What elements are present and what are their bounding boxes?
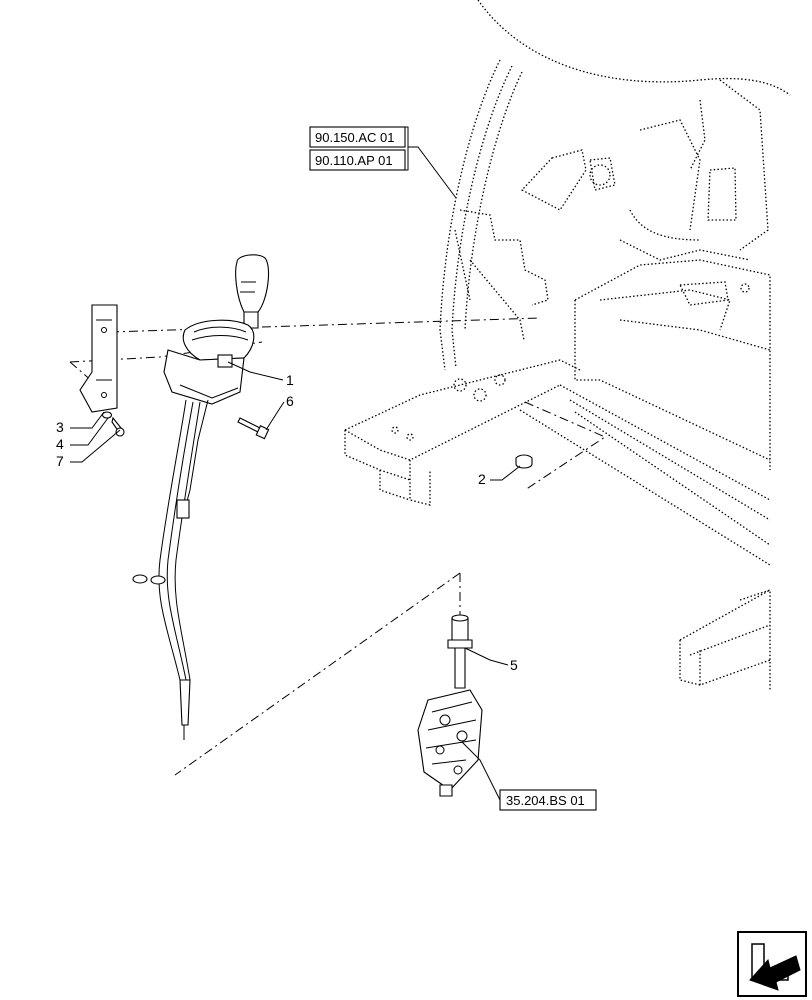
reference-box-90-150[interactable]: 90.150.AC 01 — [309, 126, 406, 148]
bracket-plate — [79, 304, 118, 413]
tractor-frame — [344, 0, 791, 690]
callout-1[interactable]: 1 — [286, 372, 294, 388]
callout-4[interactable]: 4 — [56, 436, 64, 452]
callout-labels: 1 2 3 4 5 6 7 — [56, 372, 518, 673]
leader-lines — [70, 146, 521, 801]
reference-label-90-150: 90.150.AC 01 — [315, 130, 395, 145]
joystick-lever — [132, 254, 270, 740]
callout-6[interactable]: 6 — [286, 393, 294, 409]
next-page-arrow-icon[interactable] — [737, 931, 807, 997]
reference-label-90-110: 90.110.AP 01 — [315, 153, 393, 168]
control-valve — [417, 689, 483, 797]
reference-box-90-110[interactable]: 90.110.AP 01 — [309, 149, 406, 171]
plug-2 — [515, 454, 533, 469]
washer-and-bolt — [101, 411, 125, 437]
callout-2[interactable]: 2 — [478, 471, 486, 487]
reference-box-35-204[interactable]: 35.204.BS 01 — [499, 789, 597, 811]
shaft-5 — [447, 614, 473, 689]
bolt-6 — [237, 417, 270, 440]
callout-5[interactable]: 5 — [510, 657, 518, 673]
reference-bracket — [405, 126, 409, 171]
callout-3[interactable]: 3 — [56, 419, 64, 435]
assembly-lines — [69, 317, 607, 776]
callout-7[interactable]: 7 — [56, 453, 64, 469]
reference-label-35-204: 35.204.BS 01 — [506, 793, 585, 808]
